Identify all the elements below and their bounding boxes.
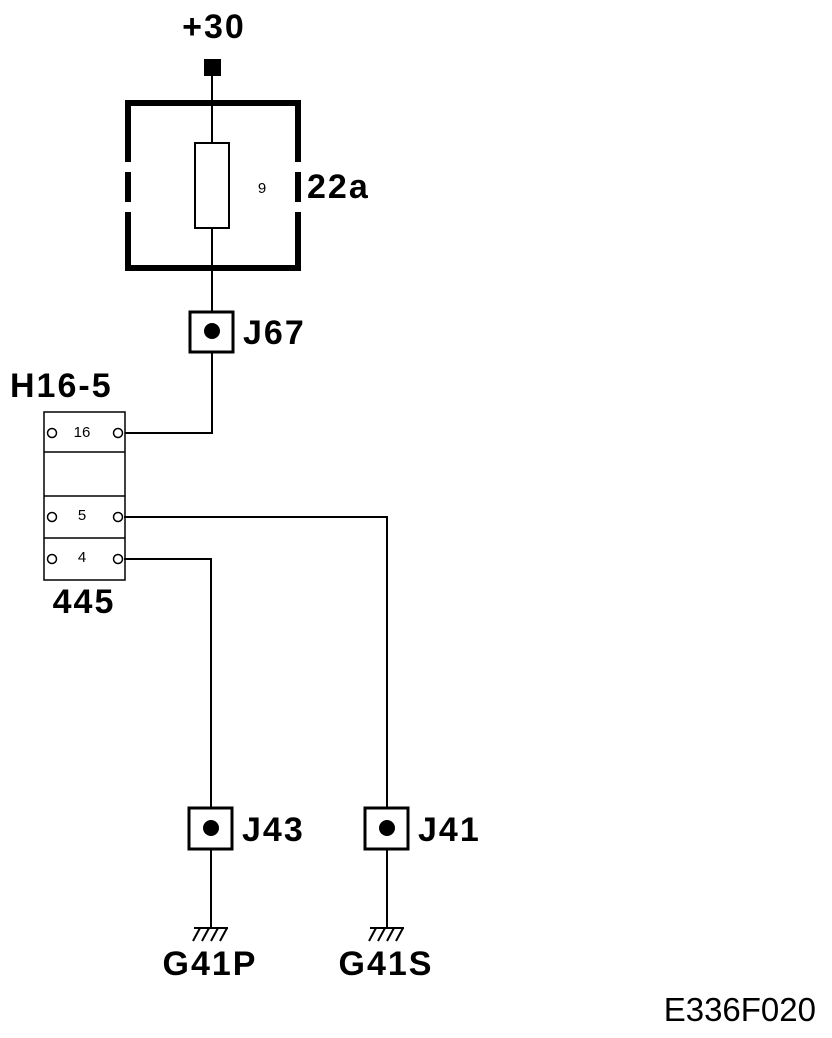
connector-j41-label: J41	[418, 811, 481, 849]
fuse-element	[194, 142, 230, 229]
supply-label: +30	[182, 8, 246, 46]
connector-j67-dot	[204, 323, 220, 339]
ground-g41s-icon	[368, 927, 404, 942]
diagram-code: E336F020	[664, 991, 816, 1028]
harness-connector-name: H16-5	[10, 367, 113, 405]
connector-j67-label: J67	[243, 314, 306, 352]
harness-connector-number: 445	[53, 583, 116, 621]
wire-pin5-j41	[124, 516, 388, 808]
ground-g41p-label: G41P	[163, 945, 258, 983]
pin-5-label: 5	[78, 507, 86, 524]
fuse-box-label: 22a	[307, 168, 370, 206]
connector-j41-dot	[379, 820, 395, 836]
ground-g41s-label: G41S	[339, 945, 434, 983]
supply-terminal	[204, 59, 221, 76]
pin-16-label: 16	[74, 424, 91, 441]
harness-connector-block	[43, 411, 126, 581]
fuse-number: 9	[258, 180, 266, 197]
wire-pin4-j43	[124, 558, 212, 808]
fuse-box	[125, 100, 301, 271]
wire-j67-pin16	[124, 352, 213, 434]
ground-g41p-icon	[192, 927, 228, 942]
connector-j43-label: J43	[242, 811, 305, 849]
connector-j43-dot	[203, 820, 219, 836]
pin-4-label: 4	[78, 549, 86, 566]
harness-pin-holes	[46, 427, 124, 565]
